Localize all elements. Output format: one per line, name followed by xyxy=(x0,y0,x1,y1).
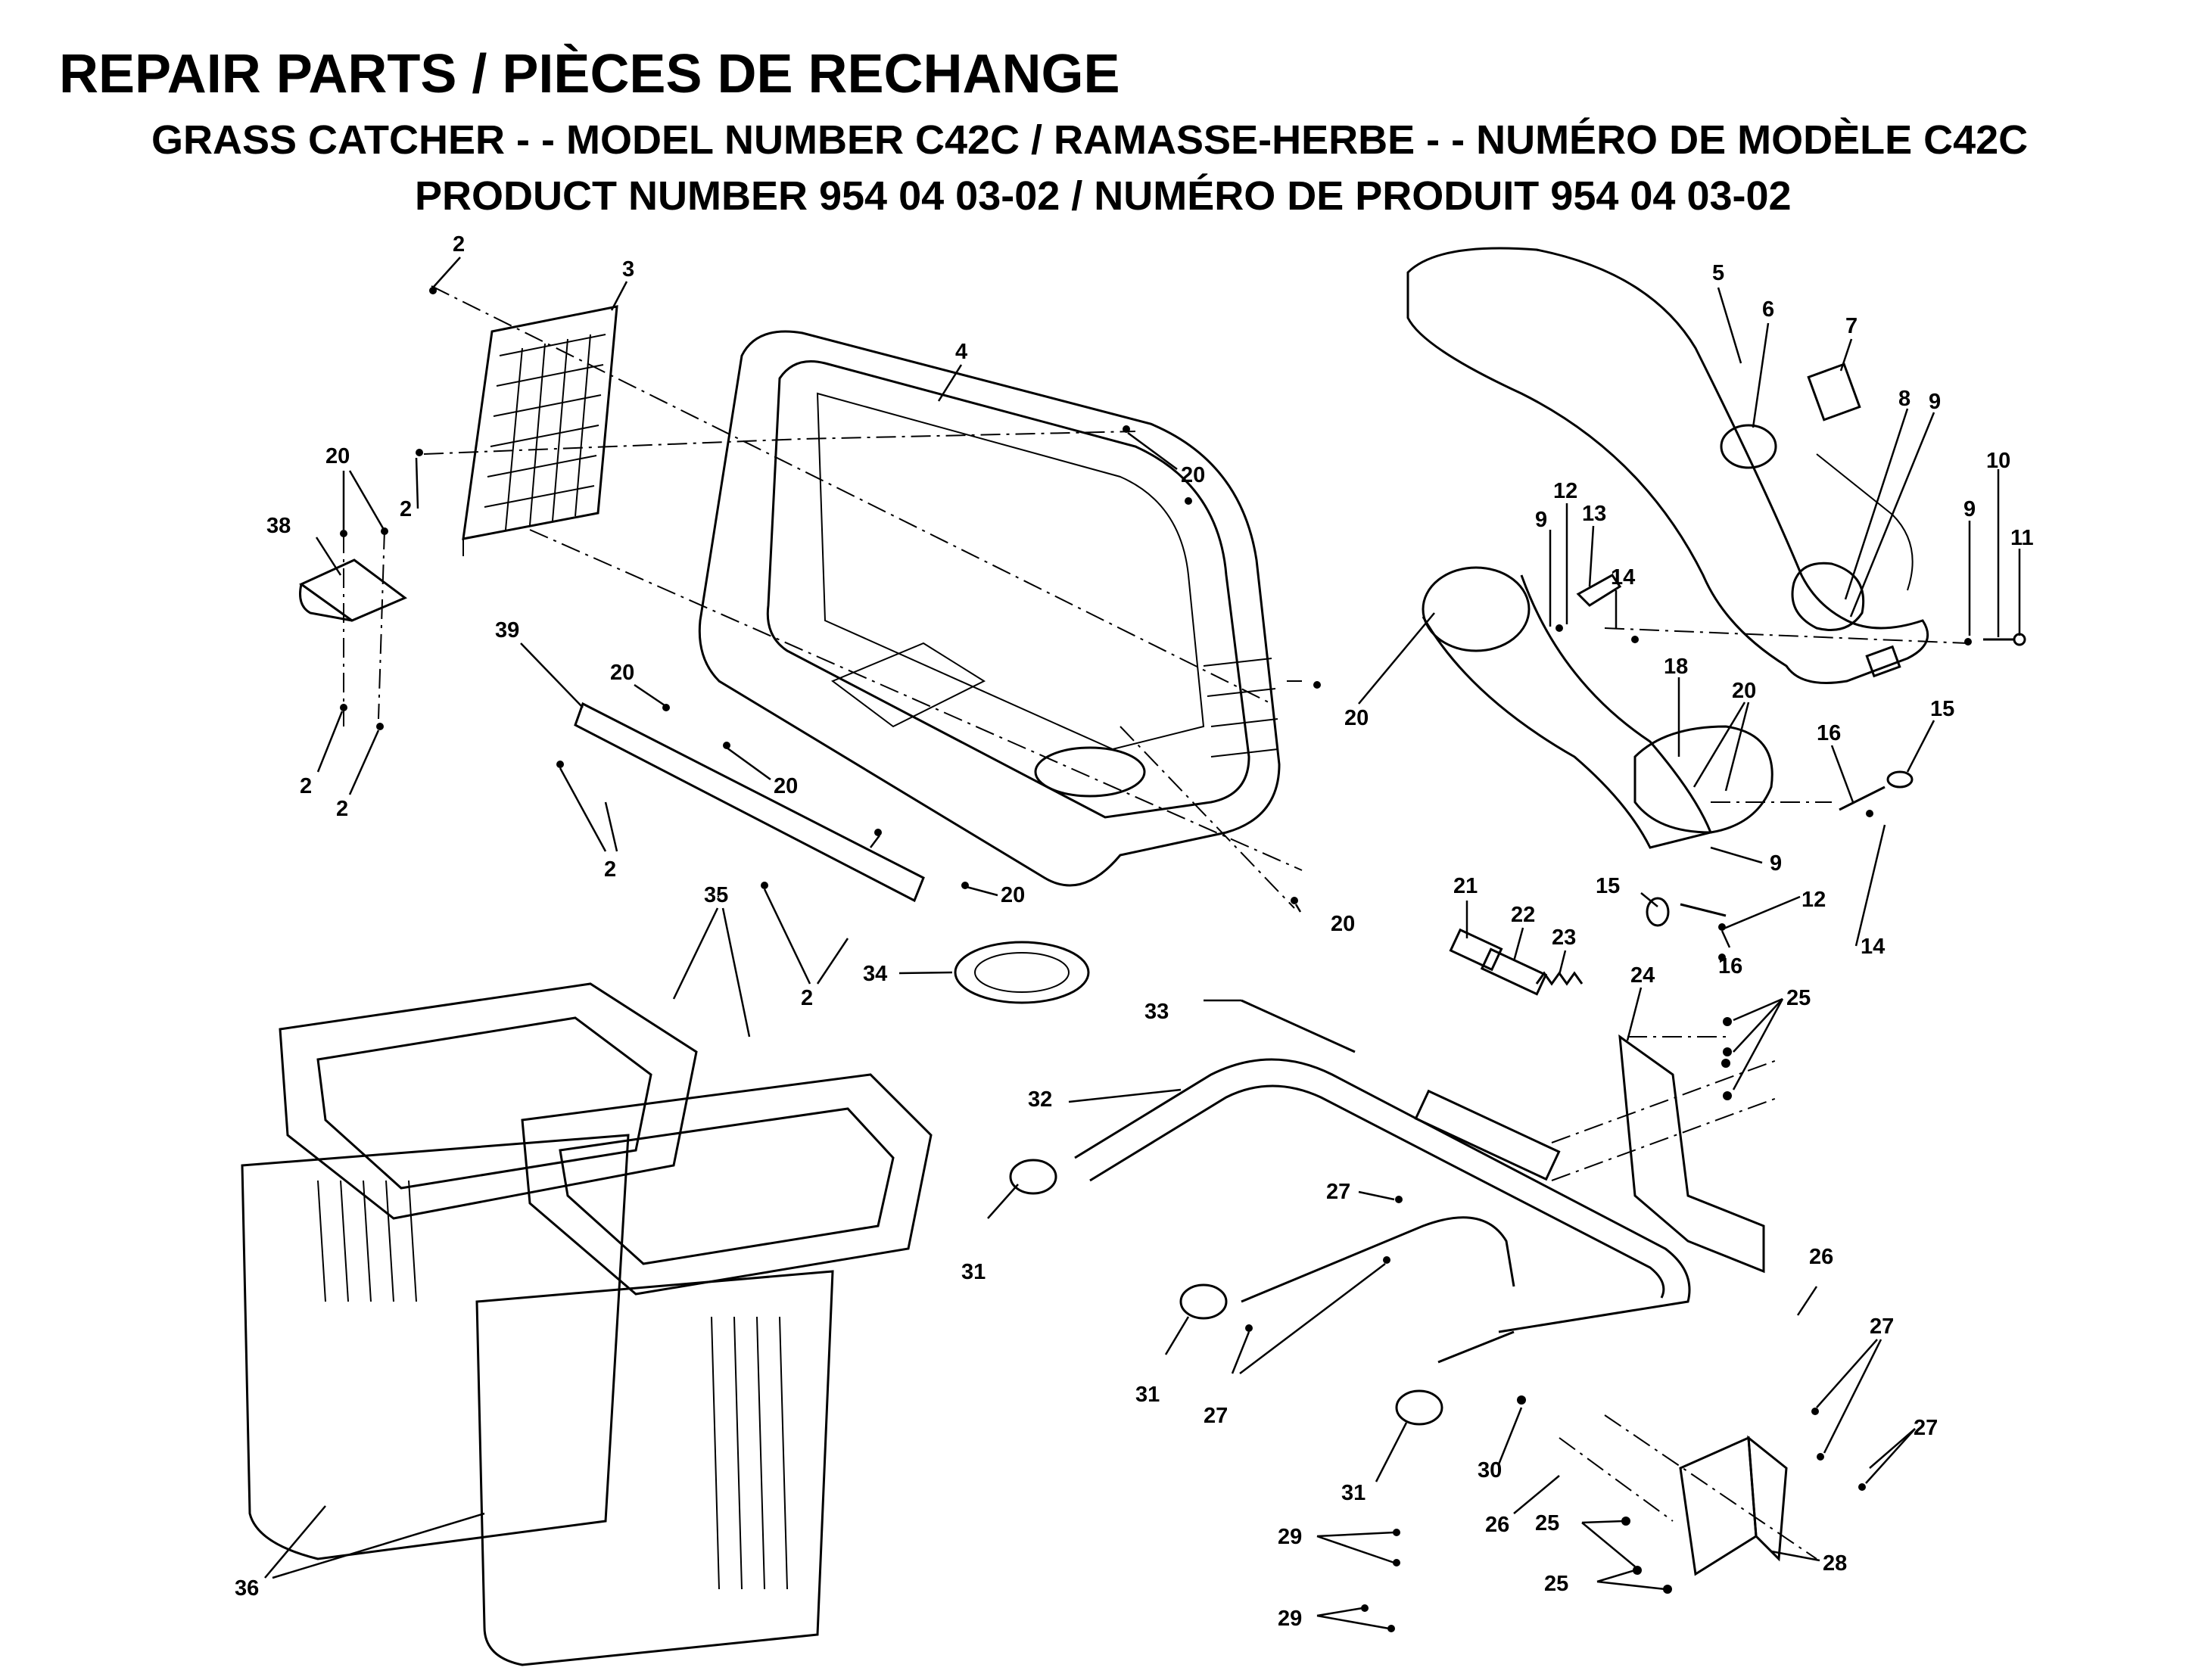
part-spring-15b xyxy=(1646,897,1670,927)
part-rod-33 xyxy=(1241,999,1356,1053)
callout-23: 23 xyxy=(1552,926,1576,950)
callout-9: 9 xyxy=(1770,851,1782,876)
model-subtitle: GRASS CATCHER - - MODEL NUMBER C42C / RA… xyxy=(151,117,2029,163)
part-latch-7 xyxy=(1807,362,1861,422)
callout-21: 21 xyxy=(1453,874,1478,898)
callout-35: 35 xyxy=(704,883,728,907)
callout-28: 28 xyxy=(1823,1551,1847,1576)
callout-2: 2 xyxy=(604,857,616,882)
callout-31: 31 xyxy=(1135,1383,1160,1407)
callout-36: 36 xyxy=(235,1576,259,1601)
callout-18: 18 xyxy=(1664,655,1688,679)
part-catcher-housing xyxy=(698,330,1281,887)
callout-31: 31 xyxy=(961,1260,986,1284)
callout-31: 31 xyxy=(1341,1481,1366,1505)
part-knob-6 xyxy=(1720,424,1777,469)
part-strip-39 xyxy=(574,702,925,903)
part-adapter-tube xyxy=(1422,566,1713,849)
part-deflector-18 xyxy=(1633,725,1773,834)
callout-26: 26 xyxy=(1809,1245,1833,1269)
callout-39: 39 xyxy=(495,618,519,642)
callout-22: 22 xyxy=(1511,903,1535,927)
callout-9: 9 xyxy=(1929,390,1941,414)
callout-24: 24 xyxy=(1630,963,1655,988)
callout-20: 20 xyxy=(1732,679,1756,703)
callout-11: 11 xyxy=(2010,526,2034,550)
part-bracket-28 xyxy=(1679,1435,1788,1576)
part-pin-16a xyxy=(1839,786,1886,811)
part-bag-frames xyxy=(279,982,933,1296)
part-end-cap-31b xyxy=(1179,1283,1228,1320)
callout-2: 2 xyxy=(300,774,312,798)
callout-20: 20 xyxy=(1001,883,1025,907)
part-bracket-38 xyxy=(299,558,407,622)
callout-20: 20 xyxy=(325,444,350,468)
callout-32: 32 xyxy=(1028,1087,1052,1112)
callout-34: 34 xyxy=(863,962,887,986)
callout-3: 3 xyxy=(622,257,634,282)
callout-15: 15 xyxy=(1596,874,1620,898)
callout-20: 20 xyxy=(1181,463,1205,487)
callout-2: 2 xyxy=(453,232,465,257)
callout-29: 29 xyxy=(1278,1525,1302,1549)
callout-9: 9 xyxy=(1535,508,1547,532)
part-rear-screen xyxy=(462,305,618,556)
part-catcher-bags xyxy=(241,1134,834,1666)
part-clip-11 xyxy=(2013,633,2026,646)
callout-25: 25 xyxy=(1544,1572,1568,1596)
callout-2: 2 xyxy=(400,497,412,521)
part-spring-15a xyxy=(1886,770,1914,789)
callout-26: 26 xyxy=(1485,1513,1509,1537)
part-pin-16b xyxy=(1680,903,1727,917)
callout-15: 15 xyxy=(1930,697,1954,721)
callout-20: 20 xyxy=(774,774,798,798)
callout-2: 2 xyxy=(336,797,348,821)
part-plate-8 xyxy=(1791,562,1865,631)
callout-7: 7 xyxy=(1845,314,1858,338)
part-ring-34 xyxy=(954,941,1090,1004)
callout-20: 20 xyxy=(610,661,634,685)
callout-4: 4 xyxy=(955,340,967,364)
callout-10: 10 xyxy=(1986,449,2010,473)
hardware-fasteners xyxy=(340,287,1972,1632)
part-end-cap-31a xyxy=(1009,1159,1057,1195)
callout-5: 5 xyxy=(1712,261,1724,285)
part-bracket-24 xyxy=(1618,1034,1765,1274)
callout-13: 13 xyxy=(1582,502,1606,526)
leader-lines xyxy=(264,257,2021,1630)
callout-33: 33 xyxy=(1144,1000,1169,1024)
callout-9: 9 xyxy=(1963,497,1976,521)
callout-27: 27 xyxy=(1204,1404,1228,1428)
part-lever-13 xyxy=(1576,574,1622,607)
callout-27: 27 xyxy=(1914,1416,1938,1440)
callout-27: 27 xyxy=(1326,1180,1350,1204)
part-discharge-chute xyxy=(1406,247,1929,684)
callout-27: 27 xyxy=(1870,1314,1894,1339)
callout-8: 8 xyxy=(1898,387,1910,411)
callout-29: 29 xyxy=(1278,1607,1302,1631)
callout-14: 14 xyxy=(1861,935,1885,959)
callout-20: 20 xyxy=(1331,912,1355,936)
callout-20: 20 xyxy=(1344,706,1369,730)
callout-12: 12 xyxy=(1801,888,1826,912)
part-end-cap-31c xyxy=(1395,1389,1443,1426)
callout-38: 38 xyxy=(266,514,291,538)
product-number-line: PRODUCT NUMBER 954 04 03-02 / NUMÉRO DE … xyxy=(415,173,1792,219)
page-title: REPAIR PARTS / PIÈCES DE RECHANGE xyxy=(59,44,1120,104)
callout-labels: 2 3 2 20 38 2 2 4 20 39 20 2 20 2 20 34 … xyxy=(235,232,2034,1631)
part-hitch-frame xyxy=(1074,1058,1691,1364)
callout-14: 14 xyxy=(1611,565,1635,590)
callout-30: 30 xyxy=(1478,1458,1502,1482)
callout-25: 25 xyxy=(1786,986,1811,1010)
callout-12: 12 xyxy=(1553,479,1577,503)
callout-25: 25 xyxy=(1535,1511,1559,1535)
callout-16: 16 xyxy=(1817,721,1841,745)
callout-2: 2 xyxy=(801,986,813,1010)
callout-6: 6 xyxy=(1762,297,1774,322)
callout-16: 16 xyxy=(1718,954,1742,978)
